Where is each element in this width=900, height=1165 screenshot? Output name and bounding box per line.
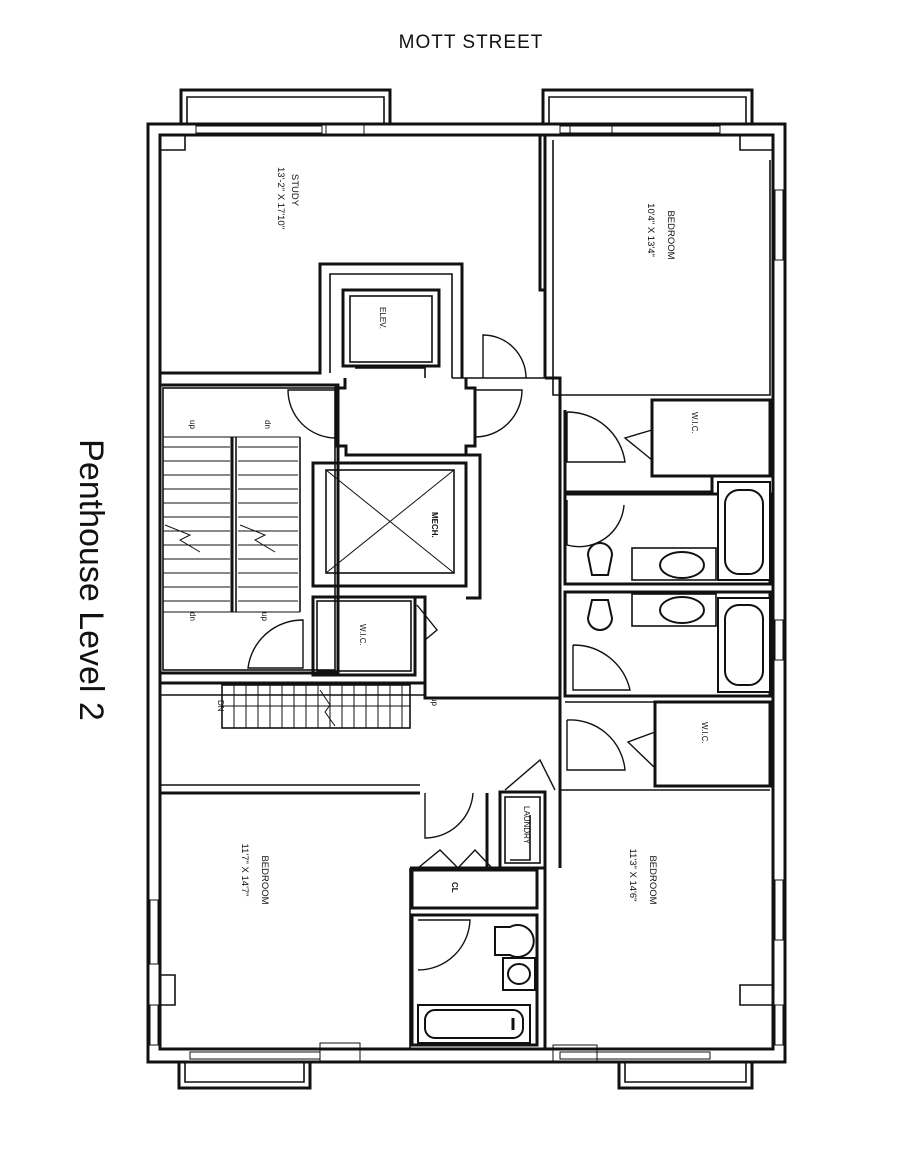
bedroom-ne-dims: 10'4" X 13'4" — [645, 203, 656, 257]
corridor — [160, 376, 562, 868]
stair-treads — [163, 446, 298, 602]
lower-stair: DN up — [160, 681, 439, 729]
stair-dn-bottom: dn — [188, 612, 197, 621]
study-room: STUDY 13'-2" X 17'10" — [160, 135, 547, 379]
closet-label: CL — [450, 882, 459, 893]
wic-ne: W.I.C. — [563, 398, 772, 494]
study-name: STUDY — [289, 174, 300, 207]
bedroom-sw-dims: 11'7" X 14'7" — [239, 844, 250, 897]
wic-center: W.I.C. — [247, 595, 438, 685]
closet-cl: CL — [410, 848, 545, 910]
mech-label: MECH. — [430, 512, 439, 538]
stair-dn-top: dn — [263, 420, 272, 429]
wic-center-label: W.I.C. — [358, 624, 367, 646]
bath-sw — [410, 913, 539, 1047]
street-label: MOTT STREET — [399, 32, 544, 53]
vestibule — [287, 334, 527, 457]
exterior-walls — [146, 88, 787, 1090]
wic-se: W.I.C. — [565, 700, 772, 788]
stair-up-lower: up — [430, 697, 439, 706]
bedroom-se-name: BEDROOM — [647, 855, 658, 904]
study-dims: 13'-2" X 17'10" — [275, 167, 286, 229]
level-title: Penthouse Level 2 — [72, 439, 110, 721]
bedroom-sw: BEDROOM 11'7" X 14'7" — [160, 791, 489, 1049]
laundry-label: LAUNDRY — [522, 806, 531, 845]
bedroom-ne: BEDROOM 10'4" X 13'4" — [543, 135, 771, 396]
bath-lower — [563, 590, 772, 698]
elevator: ELEV. — [341, 288, 441, 368]
mech-shaft: MECH. — [311, 453, 482, 600]
stair-up-top: up — [188, 420, 197, 429]
lower-stair-treads — [222, 685, 410, 728]
bedroom-se-dims: 11'3" X 14'6" — [627, 849, 638, 902]
elevator-label: ELEV. — [378, 307, 387, 329]
wic-se-label: W.I.C. — [700, 722, 709, 744]
laundry: LAUNDRY — [498, 758, 556, 870]
wic-ne-label: W.I.C. — [690, 412, 699, 434]
bedroom-sw-name: BEDROOM — [259, 855, 270, 904]
bath-upper — [563, 481, 772, 586]
stair-dn-lower: DN — [216, 700, 225, 712]
bedroom-ne-name: BEDROOM — [665, 210, 676, 259]
stair-up-bottom: up — [260, 612, 269, 621]
stair-block: up dn dn up — [158, 383, 340, 675]
bedroom-se: BEDROOM 11'3" X 14'6" — [543, 789, 770, 1049]
